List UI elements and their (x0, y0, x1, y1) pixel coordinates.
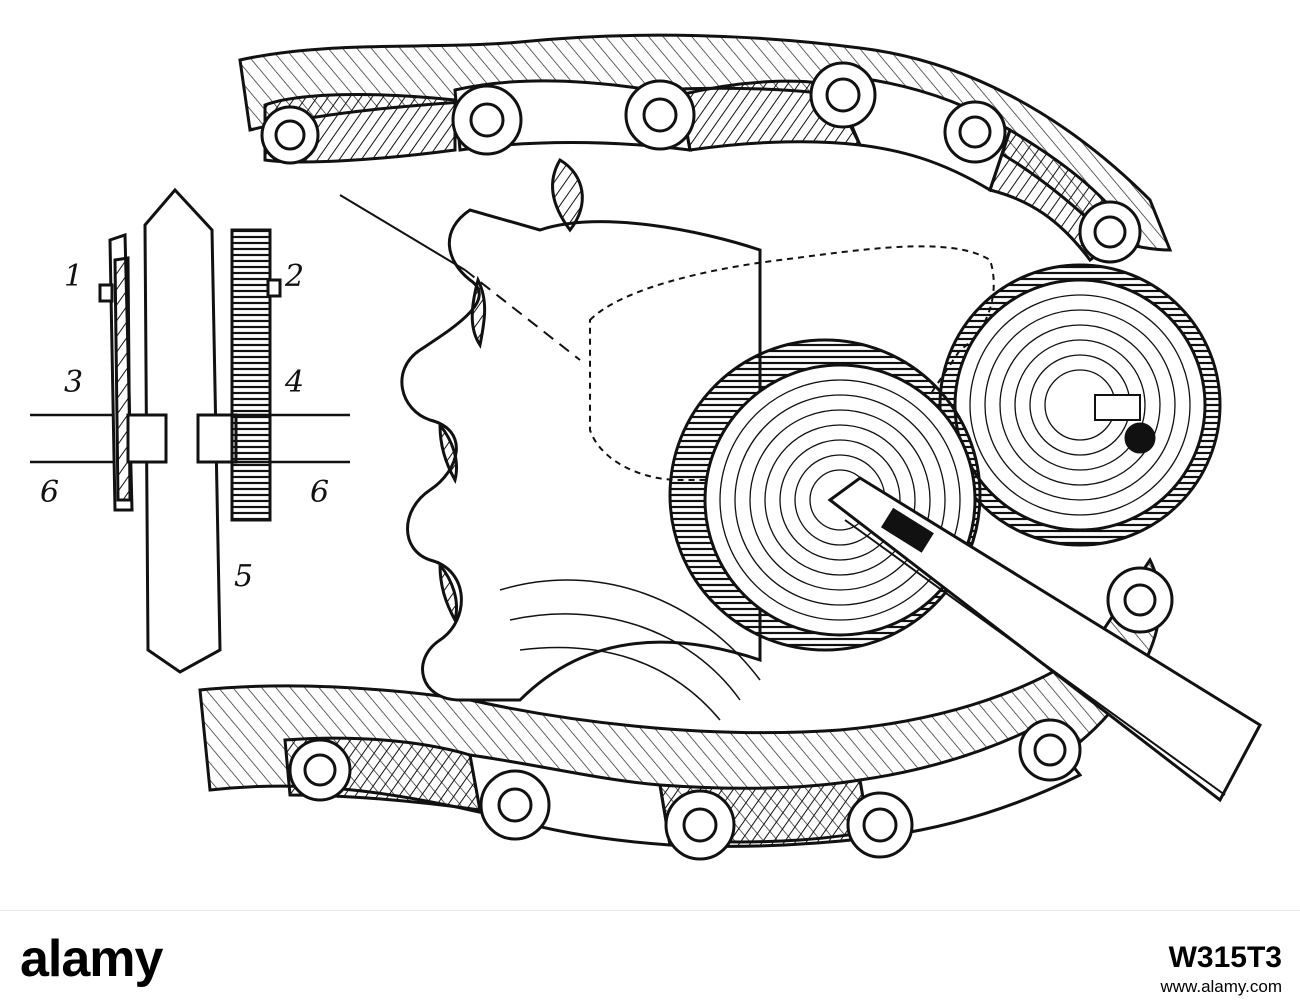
stock-image-id: W315T3 (1168, 941, 1282, 974)
rear-gear (938, 263, 1222, 547)
callout-label-5: 5 (234, 559, 254, 594)
chain-sprocket-gear-illustration (30, 33, 1262, 861)
shaft-rod (827, 476, 1262, 803)
site-url: www.alamy.com (1160, 977, 1282, 996)
callout-label-3: 3 (64, 365, 84, 400)
sprocket-wheel (400, 157, 762, 721)
callout-label-1: 1 (64, 259, 84, 294)
chain-top-run (238, 33, 1173, 263)
callout-label-2: 2 (285, 259, 305, 294)
callout-label-4: 4 (285, 365, 305, 400)
shaft-centerline (339, 194, 581, 361)
sectional-inset (30, 187, 350, 674)
brand-logo: alamy (20, 930, 163, 988)
callout-label-6-right: 6 (310, 475, 330, 510)
stock-footer-bar: alamy W315T3 www.alamy.com (0, 910, 1300, 1003)
callout-label-6-left: 6 (40, 475, 60, 510)
chain-top-rollers (260, 61, 1142, 264)
chain-bottom-rollers (288, 566, 1174, 861)
front-gear (668, 338, 982, 652)
